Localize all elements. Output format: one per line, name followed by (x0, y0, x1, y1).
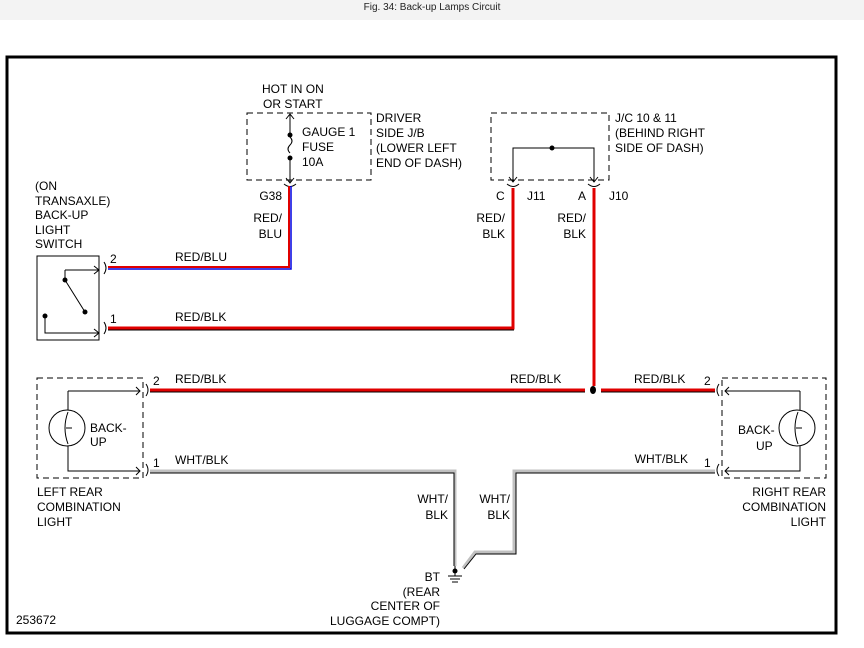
lamp-label-1: RIGHT REAR (752, 485, 826, 499)
switch-label-3: BACK-UP (35, 208, 88, 222)
connector-g38: G38 (259, 189, 282, 203)
backup-light-switch: 2 1 (ON TRANSAXLE) BACK-UP LIGHT SWITCH (35, 179, 117, 341)
bulb-label: BACK- (738, 423, 775, 437)
wire-label: WHT/BLK (175, 453, 228, 467)
right-rear-combination-light: BACK- UP 2 1 RIGHT REAR COMBINATION LIGH… (704, 374, 827, 529)
jc-label-2: (BEHIND RIGHT (615, 126, 706, 140)
wire-label: RED/BLK (175, 310, 226, 324)
pin-label: 2 (704, 374, 711, 388)
lamp-label-1: LEFT REAR (37, 485, 103, 499)
ground-label-2: CENTER OF (371, 599, 440, 613)
wire-label: RED/BLK (175, 372, 226, 386)
lamp-label-2: COMBINATION (37, 500, 121, 514)
fuse-icon (287, 136, 293, 154)
hot-label-2: OR START (263, 97, 323, 111)
switch-label-2: TRANSAXLE) (35, 194, 110, 208)
fuse-label-1: GAUGE 1 (302, 125, 356, 139)
pin-label: 2 (153, 374, 160, 388)
pin-label: 1 (704, 456, 711, 470)
fuse-label-2: FUSE (302, 140, 334, 154)
ground-bt: BT (REAR CENTER OF LUGGAGE COMPT) (330, 566, 462, 628)
pin-label: 1 (110, 312, 117, 326)
wire-label: BLK (482, 227, 505, 241)
ground-label-3: LUGGAGE COMPT) (330, 614, 440, 628)
ground-icon (448, 566, 462, 583)
figure-title: Fig. 34: Back-up Lamps Circuit (0, 0, 864, 20)
connector-label: J11 (527, 189, 546, 203)
fuse-label-3: 10A (302, 155, 323, 169)
figure-id: 253672 (16, 613, 56, 627)
bulb-label: BACK- (90, 421, 127, 435)
jb-location-1: DRIVER (376, 111, 422, 125)
wire-red-blk-main: RED/BLK RED/BLK RED/BLK (150, 188, 715, 394)
connector-label: J10 (609, 189, 629, 203)
jc-label-3: SIDE OF DASH) (615, 141, 704, 155)
switch-label-1: (ON (35, 179, 57, 193)
fuse-block: HOT IN ON OR START GAUGE 1 FUSE 10A DRIV… (246, 82, 462, 203)
pin-label: A (578, 189, 586, 203)
left-rear-combination-light: BACK- UP 2 1 LEFT REAR COMBINATION LIGHT (36, 374, 160, 529)
wire-label: RED/BLK (510, 372, 561, 386)
switch-label-4: LIGHT (35, 223, 71, 237)
bulb-label: UP (90, 435, 107, 449)
pin-label: C (496, 189, 505, 203)
lamp-label-3: LIGHT (791, 515, 827, 529)
wire-label: BLK (487, 508, 510, 522)
hot-label-1: HOT IN ON (262, 82, 324, 96)
pin-label: 2 (110, 252, 117, 266)
wire-label: WHT/BLK (635, 452, 688, 466)
wire-label: BLK (563, 227, 586, 241)
wire-label: RED/BLU (175, 250, 227, 264)
wire-label: RED/BLK (634, 372, 685, 386)
jb-location-3: (LOWER LEFT (376, 141, 457, 155)
ground-label-1: (REAR (403, 585, 441, 599)
wire-red-blk-switch: RED/BLK (108, 188, 515, 331)
wire-label: BLU (259, 227, 282, 241)
wire-label: WHT/ (417, 492, 448, 506)
junction-connector: J/C 10 & 11 (BEHIND RIGHT SIDE OF DASH) … (476, 111, 705, 241)
ground-id: BT (425, 570, 441, 584)
jb-location-2: SIDE J/B (376, 126, 425, 140)
wire-label: RED/ (557, 211, 586, 225)
wire-label: RED/ (253, 211, 282, 225)
switch-label-5: SWITCH (35, 237, 82, 251)
lamp-label-2: COMBINATION (742, 500, 826, 514)
wire-red-blu: RED/ BLU RED/BLU (108, 186, 292, 270)
wire-label: BLK (425, 508, 448, 522)
jb-location-4: END OF DASH) (376, 156, 462, 170)
wire-label: RED/ (476, 211, 505, 225)
wire-wht-blk: WHT/BLK WHT/BLK WHT/ BLK WHT/ BLK (150, 452, 715, 570)
splice-dot (590, 386, 596, 394)
diagram-frame (5, 55, 838, 635)
lamp-label-3: LIGHT (37, 515, 73, 529)
pin-label: 1 (153, 456, 160, 470)
jc-label-1: J/C 10 & 11 (615, 111, 677, 125)
bulb-label: UP (756, 439, 773, 453)
wire-label: WHT/ (479, 492, 510, 506)
